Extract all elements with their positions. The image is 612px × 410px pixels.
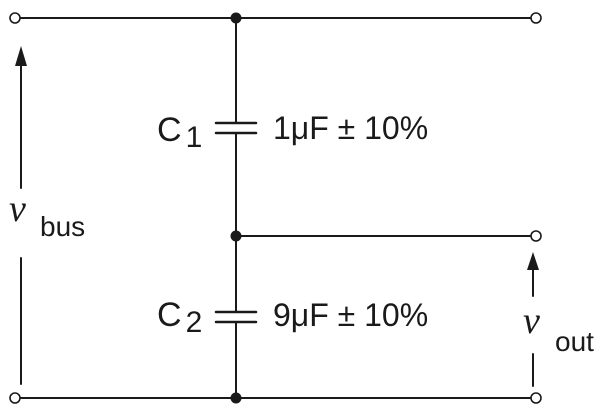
vbus-arrowhead — [15, 46, 27, 66]
terminal-bottom-right — [530, 392, 542, 404]
vbus-subscript: bus — [40, 211, 85, 242]
c2-value: 9μF ± 10% — [273, 297, 428, 333]
c2-subscript: 2 — [186, 306, 203, 339]
terminal-top-left — [9, 12, 21, 24]
junction-middle — [230, 230, 242, 242]
vout-arrowhead — [527, 252, 539, 270]
vout-subscript: out — [555, 326, 594, 357]
vbus-symbol: v — [9, 188, 26, 230]
terminal-bottom-left — [9, 392, 21, 404]
c1-value: 1μF ± 10% — [273, 110, 428, 146]
c2-symbol: C — [157, 296, 182, 334]
terminal-top-right — [530, 12, 542, 24]
c1-subscript: 1 — [186, 121, 203, 154]
junction-top — [230, 12, 242, 24]
junction-bottom — [230, 392, 242, 404]
terminal-mid-right — [530, 230, 542, 242]
c1-symbol: C — [157, 111, 182, 149]
vout-symbol: v — [523, 300, 540, 342]
